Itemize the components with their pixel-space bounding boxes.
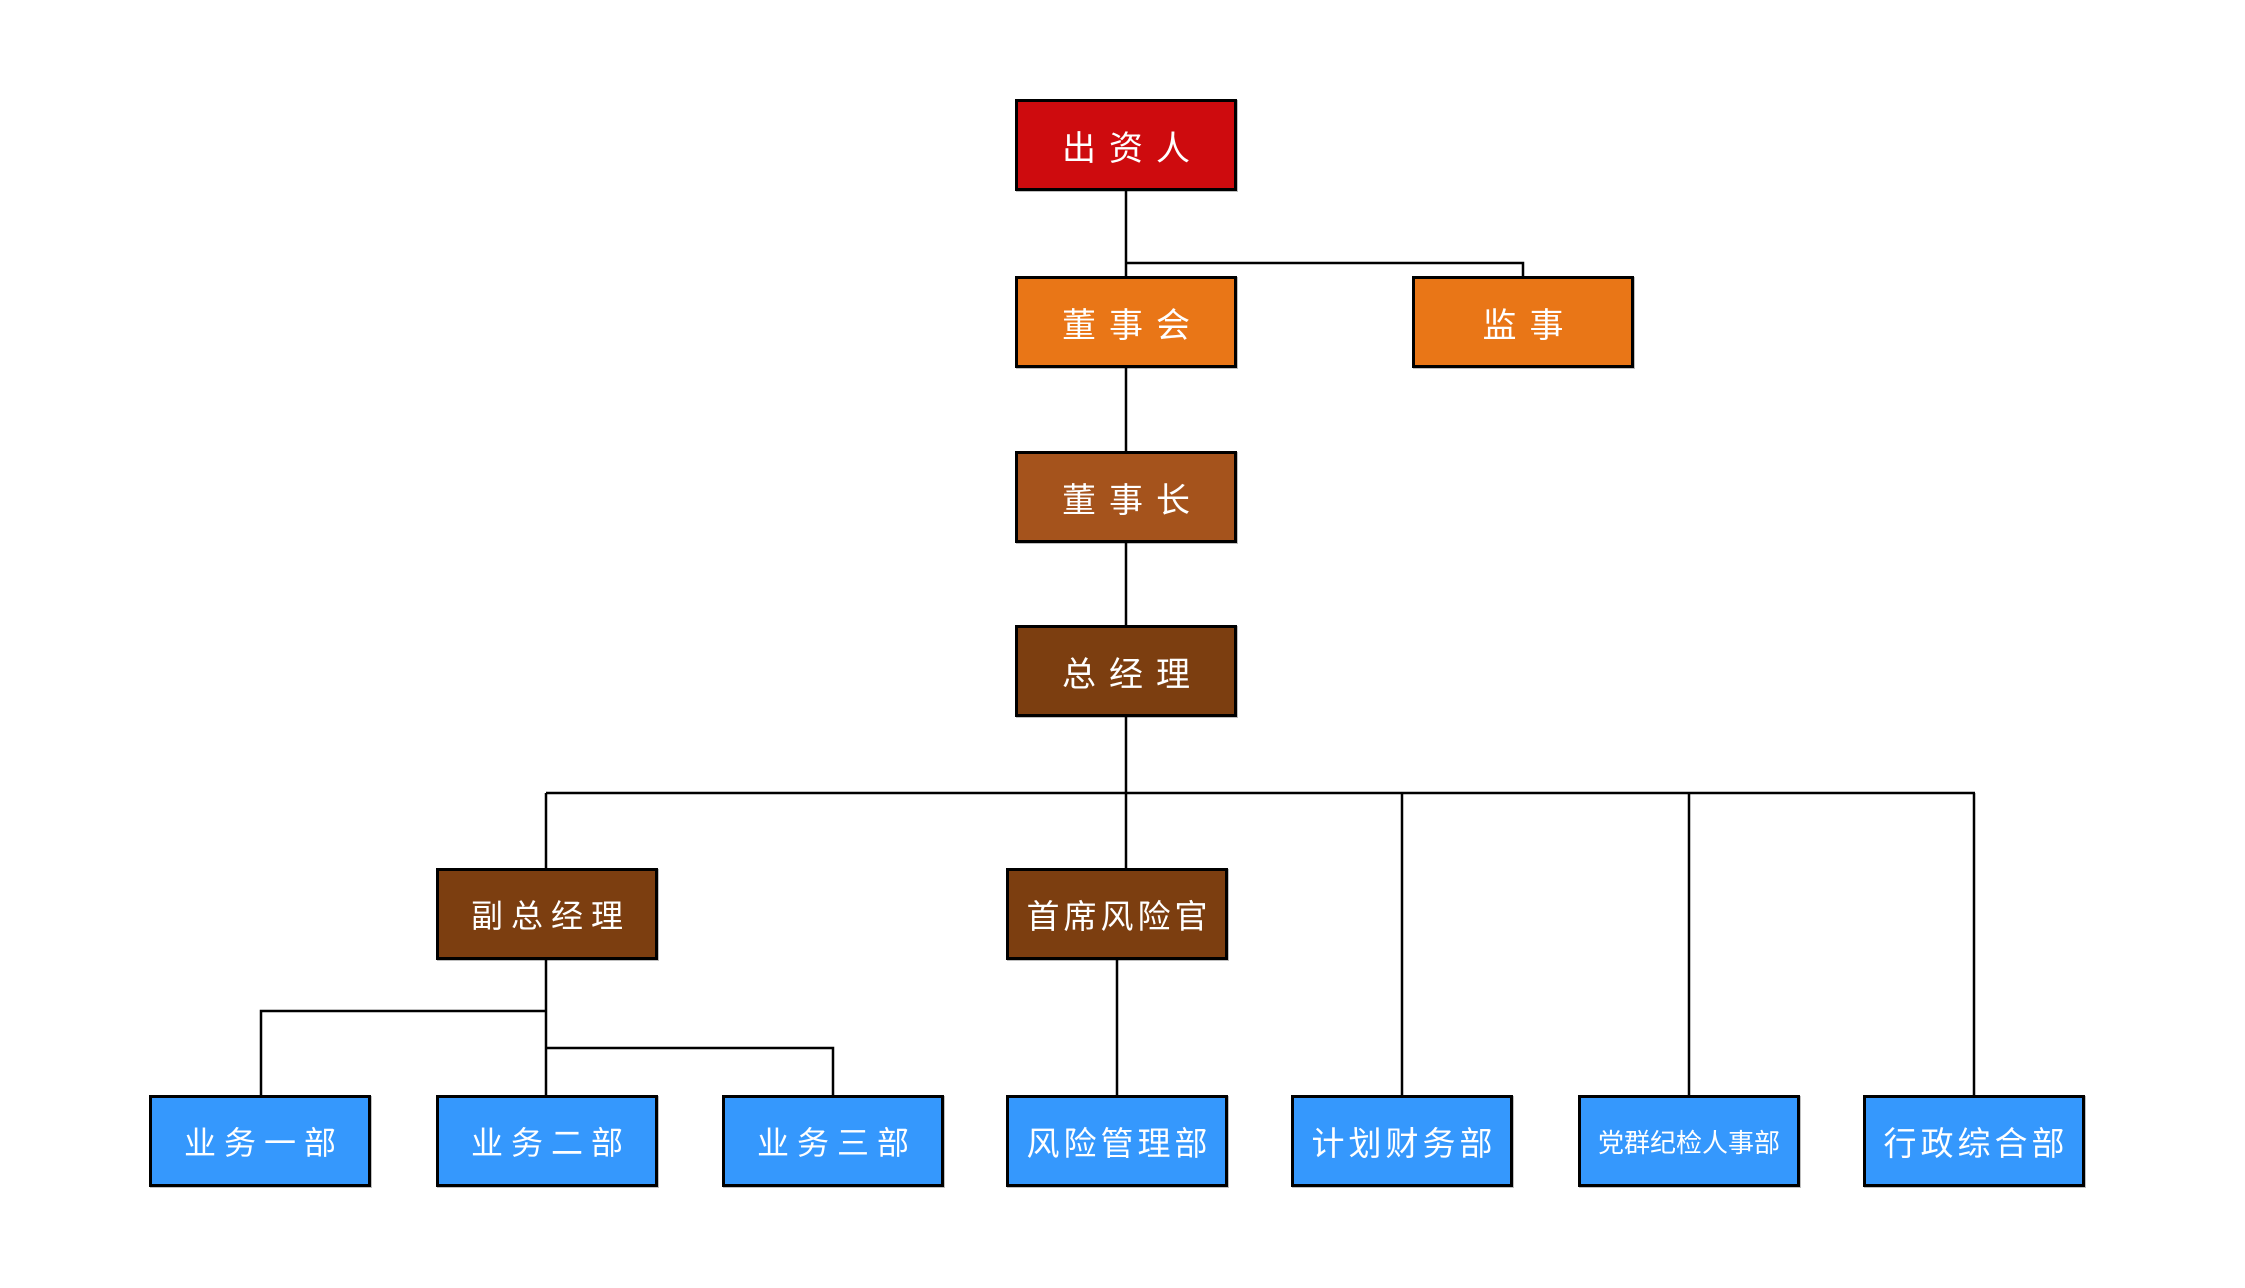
chairman-box: 董事长	[1015, 451, 1237, 543]
business-dept-1-label: 业务一部	[183, 1124, 344, 1162]
supervisor-label: 监事	[1482, 305, 1577, 346]
general-manager-label: 总经理	[1062, 654, 1203, 695]
party-discipline-hr-dept-label: 党群纪检人事部	[1597, 1128, 1780, 1159]
chief-risk-officer-label: 首席风险官	[1026, 897, 1212, 936]
business-dept-3-label: 业务三部	[756, 1124, 917, 1162]
chief-risk-officer-box: 首席风险官	[1006, 868, 1228, 960]
planning-finance-dept-box: 计划财务部	[1291, 1095, 1513, 1187]
admin-general-dept-label: 行政综合部	[1883, 1124, 2069, 1163]
party-discipline-hr-dept-box: 党群纪检人事部	[1578, 1095, 1800, 1187]
supervisor-box: 监事	[1412, 276, 1634, 368]
deputy-general-manager-label: 副总经理	[470, 897, 631, 935]
admin-general-dept-box: 行政综合部	[1863, 1095, 2085, 1187]
connector	[1126, 261, 1525, 277]
risk-management-dept-box: 风险管理部	[1006, 1095, 1228, 1187]
board-of-directors-box: 董事会	[1015, 276, 1237, 368]
investor-box: 出资人	[1015, 99, 1237, 191]
general-manager-box: 总经理	[1015, 625, 1237, 717]
risk-management-dept-label: 风险管理部	[1026, 1124, 1212, 1163]
chairman-label: 董事长	[1062, 480, 1203, 521]
board-of-directors-label: 董事会	[1062, 305, 1203, 346]
business-dept-2-box: 业务二部	[436, 1095, 658, 1187]
planning-finance-dept-label: 计划财务部	[1311, 1124, 1497, 1163]
business-dept-3-box: 业务三部	[722, 1095, 944, 1187]
deputy-general-manager-box: 副总经理	[436, 868, 658, 960]
investor-label: 出资人	[1062, 128, 1203, 169]
business-dept-1-box: 业务一部	[149, 1095, 371, 1187]
connector	[259, 1009, 546, 1096]
connector	[546, 1046, 835, 1096]
business-dept-2-label: 业务二部	[470, 1124, 631, 1162]
